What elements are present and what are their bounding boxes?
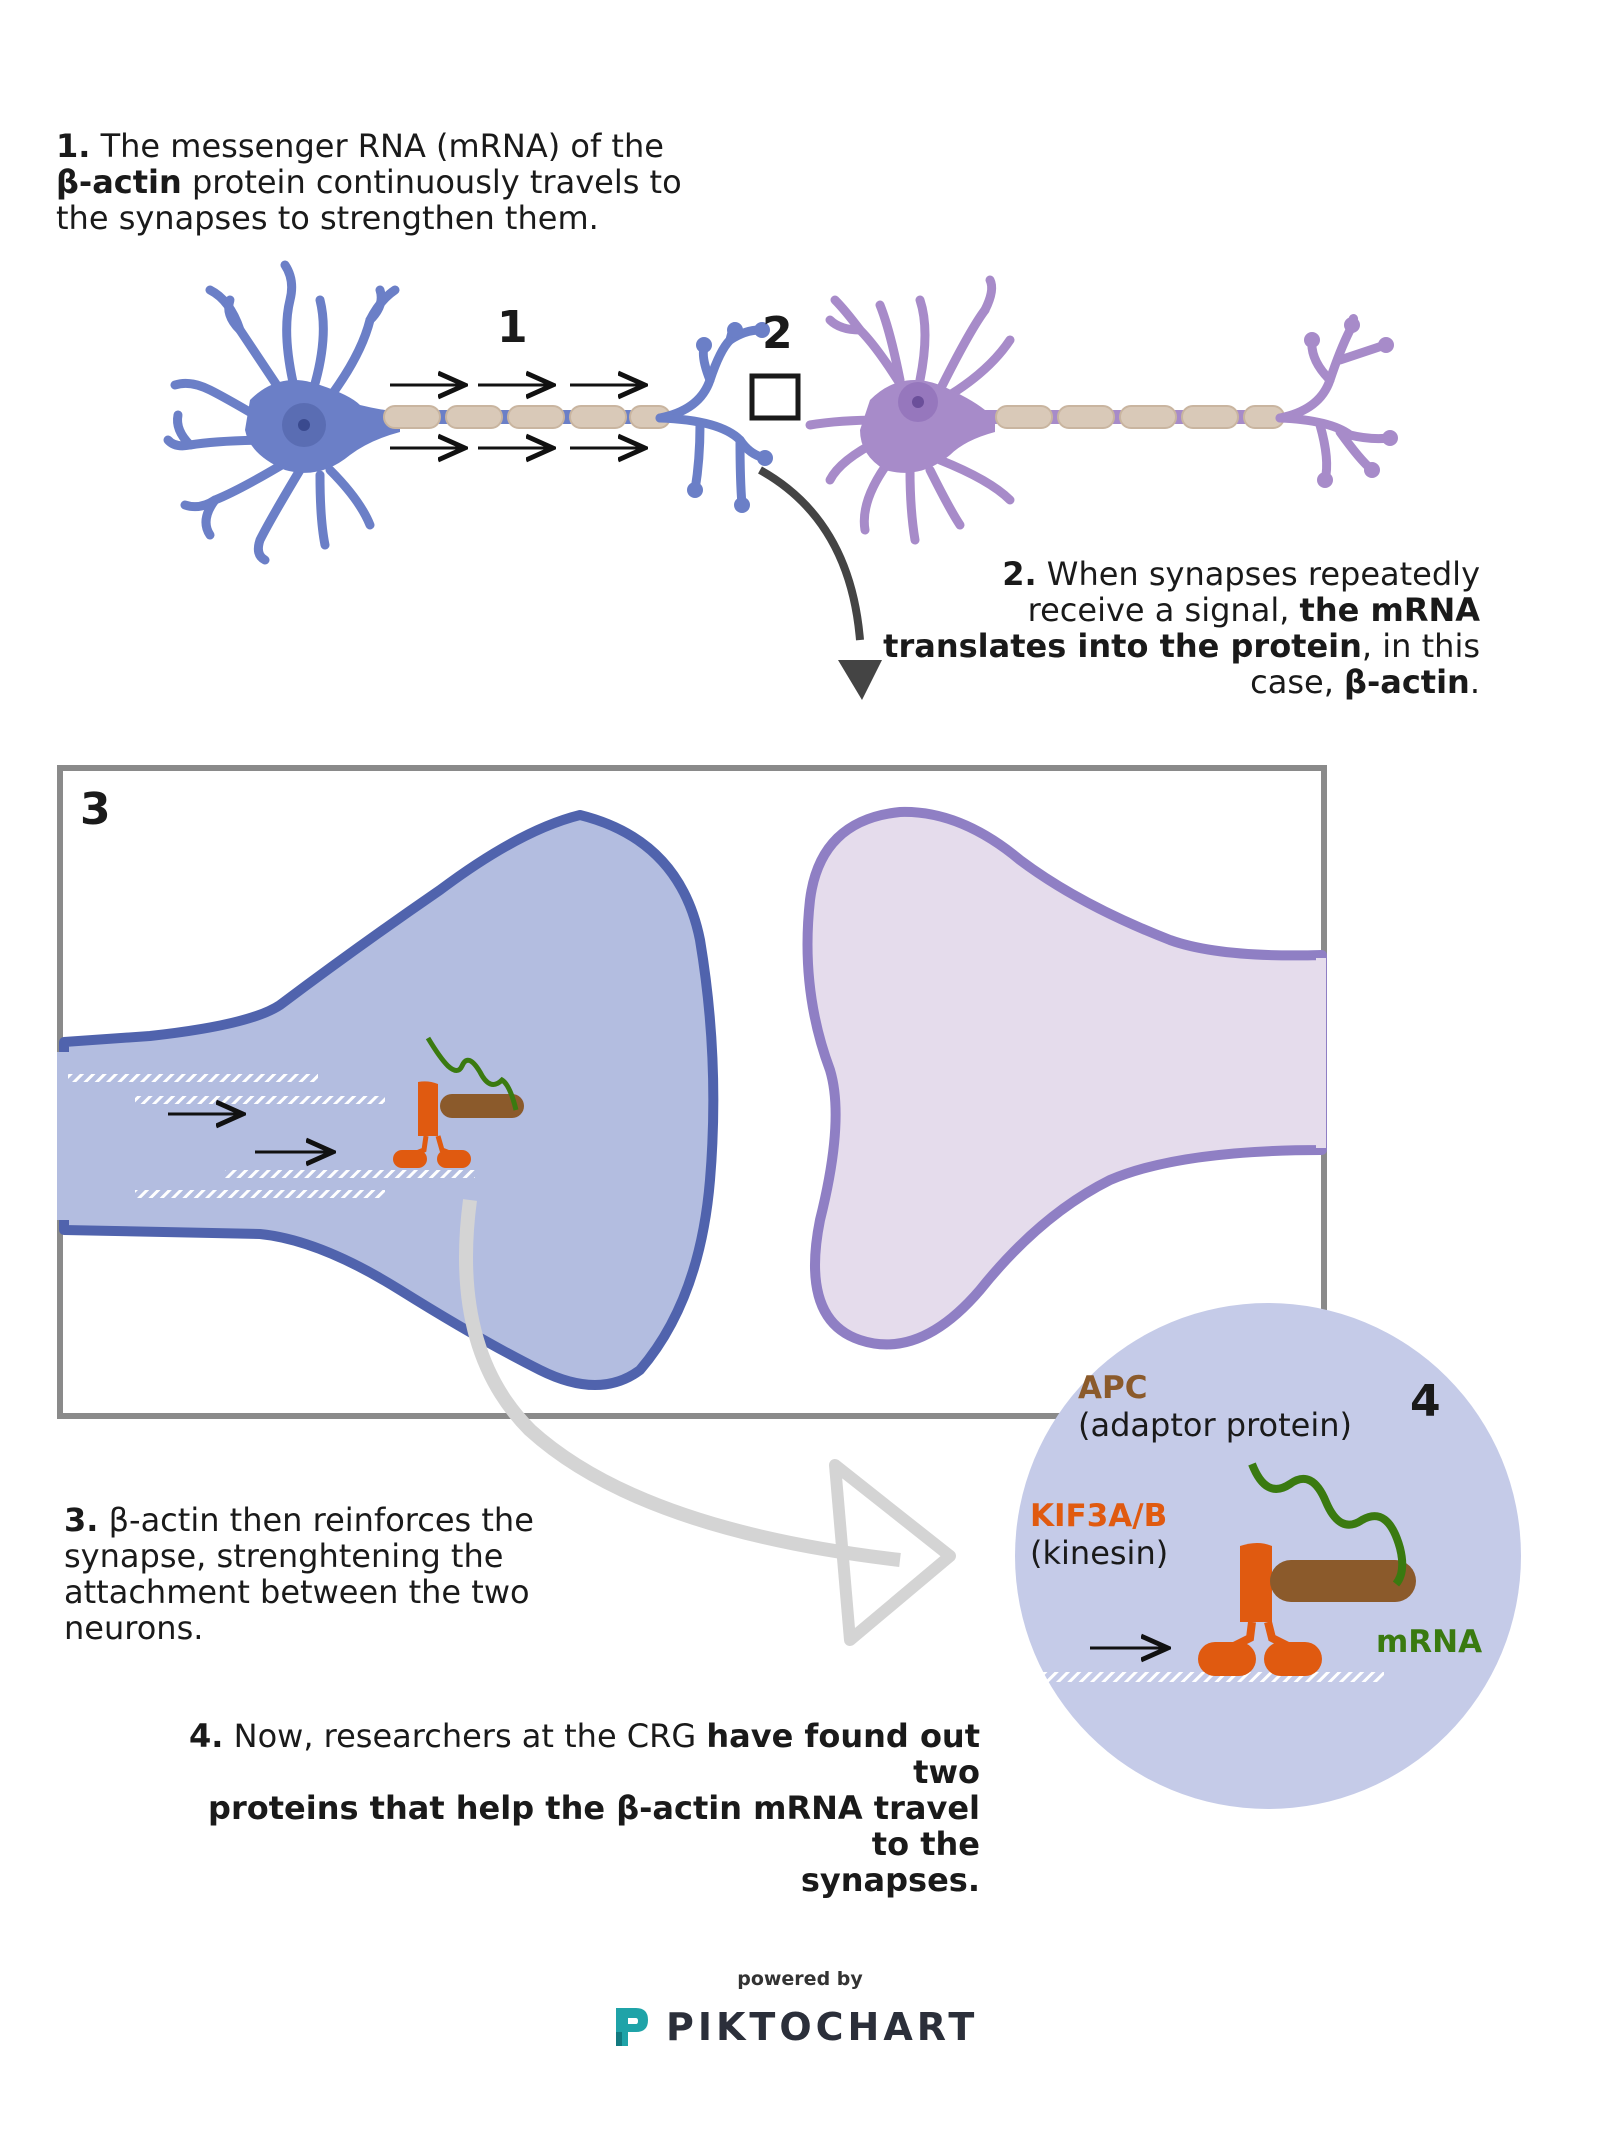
step4-bold1: have found out two	[706, 1717, 980, 1791]
step2-number: 2.	[1002, 555, 1037, 593]
step2-line2: receive a signal,	[1027, 591, 1300, 629]
neuron-purple	[805, 275, 1398, 545]
step4-number: 4.	[189, 1717, 224, 1755]
synapse-highlight-box	[749, 373, 801, 421]
step1-text: 1. The messenger RNA (mRNA) of the β-act…	[56, 128, 682, 236]
piktochart-logo[interactable]: PIKTOCHART	[608, 2002, 978, 2052]
zoom-arrowhead	[838, 660, 882, 700]
label-kif3ab: KIF3A/B	[1030, 1498, 1168, 1534]
step3-text: 3. β-actin then reinforces the synapse, …	[64, 1502, 534, 1646]
figure-number-3: 3	[80, 784, 111, 835]
microtubule-zoom	[1024, 1672, 1384, 1682]
motor-complex-small	[393, 1036, 524, 1168]
panel-3	[57, 765, 1327, 1419]
powered-by-text: powered by	[737, 1968, 863, 1990]
label-apc: APC	[1078, 1370, 1148, 1406]
axon-arrows	[390, 385, 642, 448]
label-mrna: mRNA	[1376, 1624, 1483, 1660]
step2-text: 2. When synapses repeatedly receive a si…	[880, 556, 1480, 700]
step1-line3: the synapses to strengthen them.	[56, 199, 599, 237]
step3-line2: synapse, strenghtening the	[64, 1537, 504, 1575]
step1-number: 1.	[56, 127, 91, 165]
label-kinesin-description: (kinesin)	[1030, 1534, 1169, 1572]
step2-beta-actin: β-actin	[1344, 663, 1470, 701]
piktochart-icon	[616, 2008, 648, 2046]
step4-bold2: proteins that help the β-actin mRNA trav…	[208, 1789, 980, 1863]
step1-line2: protein continuously travels to	[181, 163, 682, 201]
step2-line3: , in this	[1361, 627, 1480, 665]
zoom-arrow	[758, 466, 864, 641]
microtubule	[68, 1074, 318, 1082]
step3-line1: β-actin then reinforces the	[98, 1501, 534, 1539]
step1-beta-actin: β-actin	[56, 163, 182, 201]
figure-number-1: 1	[497, 302, 528, 353]
step1-line1: The messenger RNA (mRNA) of the	[90, 127, 664, 165]
step4-bold3: synapses.	[800, 1861, 980, 1899]
step3-number: 3.	[64, 1501, 99, 1539]
piktochart-brand-text: PIKTOCHART	[666, 2005, 979, 2049]
figure-number-4: 4	[1410, 1376, 1441, 1427]
step2-line4: case,	[1250, 663, 1345, 701]
step4-text: 4. Now, researchers at the CRG have foun…	[160, 1718, 980, 1898]
step2-period: .	[1469, 663, 1480, 701]
step2-line1: When synapses repeatedly	[1036, 555, 1480, 593]
step2-bold-mrna: the mRNA	[1299, 591, 1480, 629]
label-apc-description: (adaptor protein)	[1078, 1406, 1353, 1444]
neuron-blue	[163, 260, 773, 565]
panel-4-zoom-circle	[1015, 1303, 1521, 1809]
microtubule	[135, 1096, 385, 1104]
step2-bold-translates: translates into the protein	[883, 627, 1362, 665]
microtubule	[135, 1190, 385, 1198]
microtubule	[225, 1170, 475, 1178]
detail-arrow	[459, 1199, 901, 1567]
figure-number-2: 2	[762, 308, 793, 359]
step3-line4: neurons.	[64, 1609, 204, 1647]
step4-line1: Now, researchers at the CRG	[223, 1717, 707, 1755]
step3-line3: attachment between the two	[64, 1573, 530, 1611]
